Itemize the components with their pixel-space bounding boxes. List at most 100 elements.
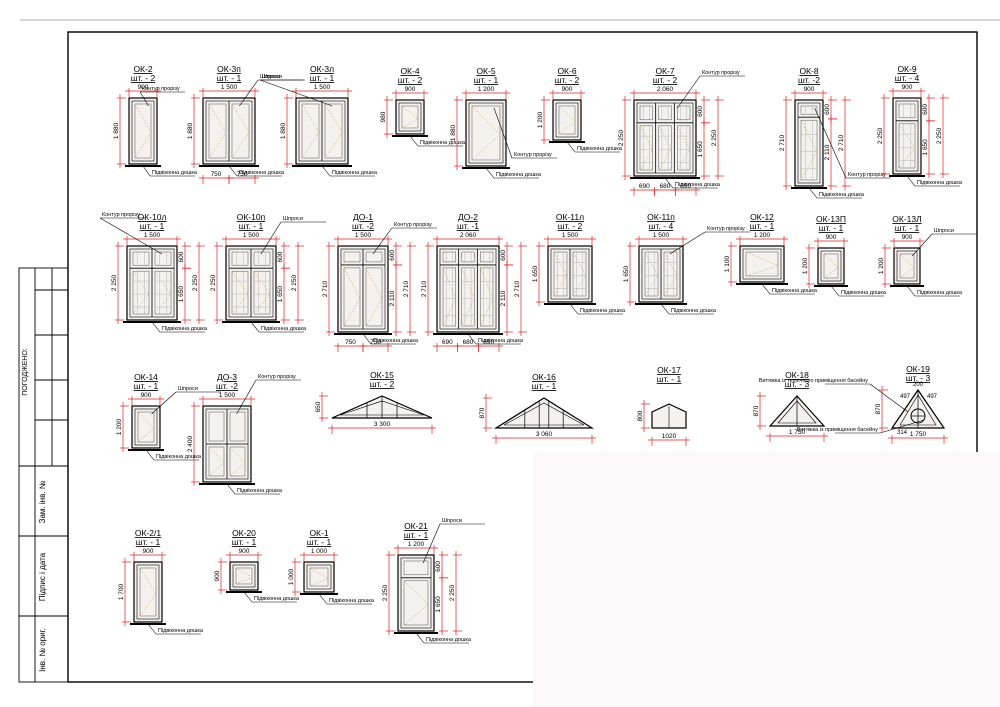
leader-line [228,165,238,177]
dimension-label: 900 [902,84,913,91]
sash [301,103,320,159]
sash [899,253,915,279]
dimension-label: 2 250 [449,584,456,601]
dimension-label: 3 300 [374,421,391,428]
window-code: ОК-11п [647,212,675,222]
dimension-label: 1 650 [697,141,704,158]
dimension-label: 1 200 [802,257,809,274]
leader-line [145,449,155,461]
window-code: ОК-2/1 [135,528,161,538]
note-opening_contour: Контур прорізу [258,374,296,380]
sill-label: Підвіконна дошка [156,454,202,460]
dimension-label: 1 500 [243,232,260,239]
sill-label: Підвіконна дошка [478,338,524,344]
leader-line [147,623,157,635]
dimension-label: 200 [913,382,924,388]
window-code: ОК-6 [557,66,576,76]
sash [553,251,568,297]
opening-indicator [208,446,225,477]
leader-line [226,483,236,495]
sill-label: Підвіконна дошка [420,140,466,146]
window-quantity: шт. - 2 [555,75,580,85]
window-code: ОК-17 [657,365,681,375]
sill-label: Підвіконна дошка [772,288,818,294]
dimension-label: 1 700 [118,583,125,600]
dimension-label: 600 [435,561,442,572]
leader-line [869,383,909,413]
dimension-label: 650 [315,401,322,412]
note-opening_contour: Контур прорізу [514,152,552,158]
window-inner-frame [398,102,422,132]
window-code: ОК-8 [799,66,818,76]
sill-label: Підвіконна дошка [496,172,542,178]
dimension-label: 1 500 [221,84,238,91]
window-frame [794,99,824,187]
dimension-label: 900 [826,234,837,241]
window-frame [397,554,435,632]
dimension-label: 2 710 [421,280,428,297]
sill-label: Підвіконна дошка [329,598,375,604]
dimension-label: 2 110 [500,290,507,306]
dimension-label: 750 [370,339,381,346]
transom-sash [800,105,818,115]
opening-indicator [403,580,429,626]
note-extract-tech: Витяжка із технічного приміщення басейну [759,377,868,384]
opening-indicator [745,251,779,277]
window-quantity: шт. - 1 [474,75,499,85]
transom-sash [132,251,150,266]
dimension-label: 1 650 [532,265,539,282]
note-opening_contour: Контур прорізу [848,172,886,178]
dimension-label: 2 250 [192,274,199,291]
window-code: ОК-14 [134,372,158,382]
dimension-label: 2 250 [618,129,625,146]
window-code: ОК-7 [655,66,674,76]
dimension-label: 1 880 [187,122,194,139]
opening-indicator [324,103,343,159]
dimension-label: 900 [562,86,573,93]
sash [132,270,150,315]
window-frame [436,245,500,333]
dimension-label: 600 [500,250,507,261]
blank-region [533,452,1000,707]
dimension-label: 1 650 [277,286,284,303]
window-quantity: шт. - 1 [134,381,159,391]
window-quantity: шт. - 1 [819,223,844,233]
sill-label: Підвіконна дошка [162,326,208,332]
sash [208,446,225,477]
leader-line [409,135,419,147]
window-code: ОК-10л [138,212,167,222]
window-frame [739,245,785,283]
opening-indicator [231,103,250,159]
window-code: ОК-5 [476,66,495,76]
sill-label: Підвіконна дошка [261,326,307,332]
leader-line [906,175,916,187]
sill-label: Підвіконна дошка [332,170,378,176]
window-frame [395,99,425,135]
window-inner-frame [797,102,821,184]
window-code: ОК-16 [532,372,556,382]
window-inner-frame [895,100,919,172]
dimension-label: 1 500 [314,84,331,91]
dimension-label: 900 [138,84,149,91]
dimension-label: 900 [902,234,913,241]
note-opening_contour: Контур прорізу [142,86,180,92]
dimension-label: 1 500 [355,232,372,239]
sill-label: Підвіконна дошка [158,628,204,634]
sill-label: Підвіконна дошка [675,182,721,188]
sash [139,567,157,617]
note-glazing_bars: Шпроси [260,74,280,80]
sill-label: Підвіконна дошка [426,637,472,643]
dimension-label: 870 [479,407,486,418]
dimension-label: 1 200 [537,111,544,128]
sash [644,251,659,297]
